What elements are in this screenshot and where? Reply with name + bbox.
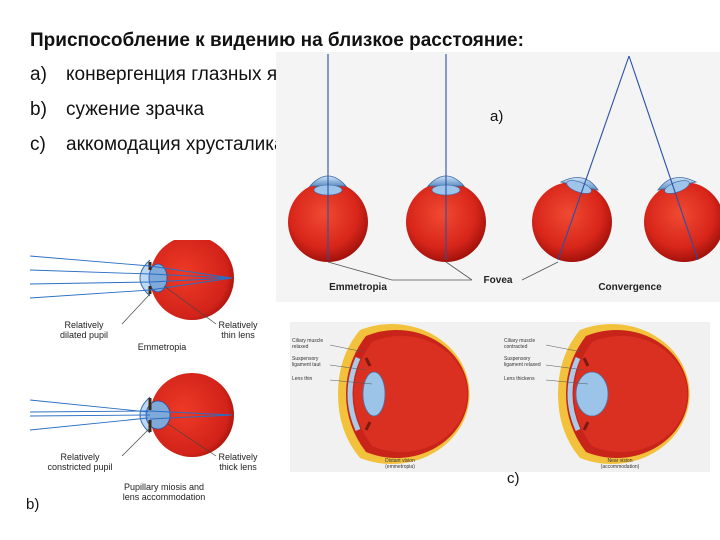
eye-constricted-pupil xyxy=(139,373,234,457)
caption-near-1: Near vision xyxy=(607,458,632,464)
bullet-text: сужение зрачка xyxy=(66,99,205,120)
label-constricted-pupil-2: constricted pupil xyxy=(47,462,112,472)
note-ligament-taut-1: Suspensory xyxy=(292,356,319,362)
caption-distant-2: (emmetropia) xyxy=(385,464,415,470)
bullet-marker: b) xyxy=(30,99,47,120)
caption-convergence: Convergence xyxy=(598,282,662,293)
notes-near xyxy=(545,344,589,385)
caption-emmetropia-b: Emmetropia xyxy=(138,342,187,352)
caption-accommodation-b-2: lens accommodation xyxy=(123,492,206,502)
eye-section-distant xyxy=(338,324,470,464)
caption-fovea: Fovea xyxy=(484,275,513,286)
rays-top xyxy=(30,255,233,299)
note-ligament-relaxed-1: Suspensory xyxy=(504,356,531,362)
panel-a-background xyxy=(276,52,720,302)
bullet-text: конвергенция глазных яблок xyxy=(66,64,318,85)
label-thick-lens-1: Relatively xyxy=(218,452,258,462)
caption-near-2: (accommodation) xyxy=(601,464,640,470)
bullet-marker: c) xyxy=(30,134,46,155)
leaders-top xyxy=(121,285,217,325)
panel-b-label: b) xyxy=(26,496,40,513)
label-constricted-pupil-1: Relatively xyxy=(60,452,100,462)
fovea-leaders xyxy=(327,261,559,281)
label-thick-lens-2: thick lens xyxy=(219,462,257,472)
panel-c-label: c) xyxy=(507,470,520,487)
caption-accommodation-b-1: Pupillary miosis and xyxy=(124,482,204,492)
eye-convergence-right xyxy=(644,177,720,262)
label-thin-lens-2: thin lens xyxy=(221,330,255,340)
note-lens-thickens: Lens thickens xyxy=(504,376,535,382)
bullet-marker: a) xyxy=(30,64,47,85)
visual-axes xyxy=(327,54,699,261)
label-dilated-pupil-1: Relatively xyxy=(64,320,104,330)
notes-distant xyxy=(329,344,373,385)
label-thin-lens-1: Relatively xyxy=(218,320,258,330)
bullet-pupil: b) сужение зрачка xyxy=(30,99,204,121)
caption-emmetropia: Emmetropia xyxy=(329,282,387,293)
note-ciliary-relaxed-2: relaxed xyxy=(292,344,309,350)
eye-section-near xyxy=(558,324,690,464)
note-ciliary-relaxed-1: Ciliary muscle xyxy=(292,338,323,344)
note-ligament-relaxed-2: ligament relaxed xyxy=(504,362,541,368)
note-ligament-taut-2: ligament taut xyxy=(292,362,321,368)
note-ciliary-contracted-2: contracted xyxy=(504,344,528,350)
bullet-text: аккомодация хрусталика xyxy=(66,134,285,155)
panel-a-convergence-figure: Emmetropia Fovea Convergence xyxy=(276,52,720,302)
note-lens-thin: Lens thin xyxy=(292,376,313,382)
slide-title: Приспособление к видению на близкое расс… xyxy=(30,30,524,51)
bullet-accommodation: c) аккомодация хрусталика xyxy=(30,134,285,156)
leaders-bottom xyxy=(121,423,217,457)
caption-distant-1: Distant vision xyxy=(385,458,415,464)
bullet-convergence: a) конвергенция глазных яблок xyxy=(30,64,317,86)
panel-c-accommodation-figure: Ciliary muscle relaxed Suspensory ligame… xyxy=(290,322,710,472)
label-dilated-pupil-2: dilated pupil xyxy=(60,330,108,340)
panel-b-pupil-figure: Relatively dilated pupil Relatively thin… xyxy=(30,240,258,502)
rays-bottom xyxy=(30,399,233,431)
eye-convergence-left xyxy=(532,177,612,262)
note-ciliary-contracted-1: Ciliary muscle xyxy=(504,338,535,344)
panel-a-label: a) xyxy=(490,108,504,125)
